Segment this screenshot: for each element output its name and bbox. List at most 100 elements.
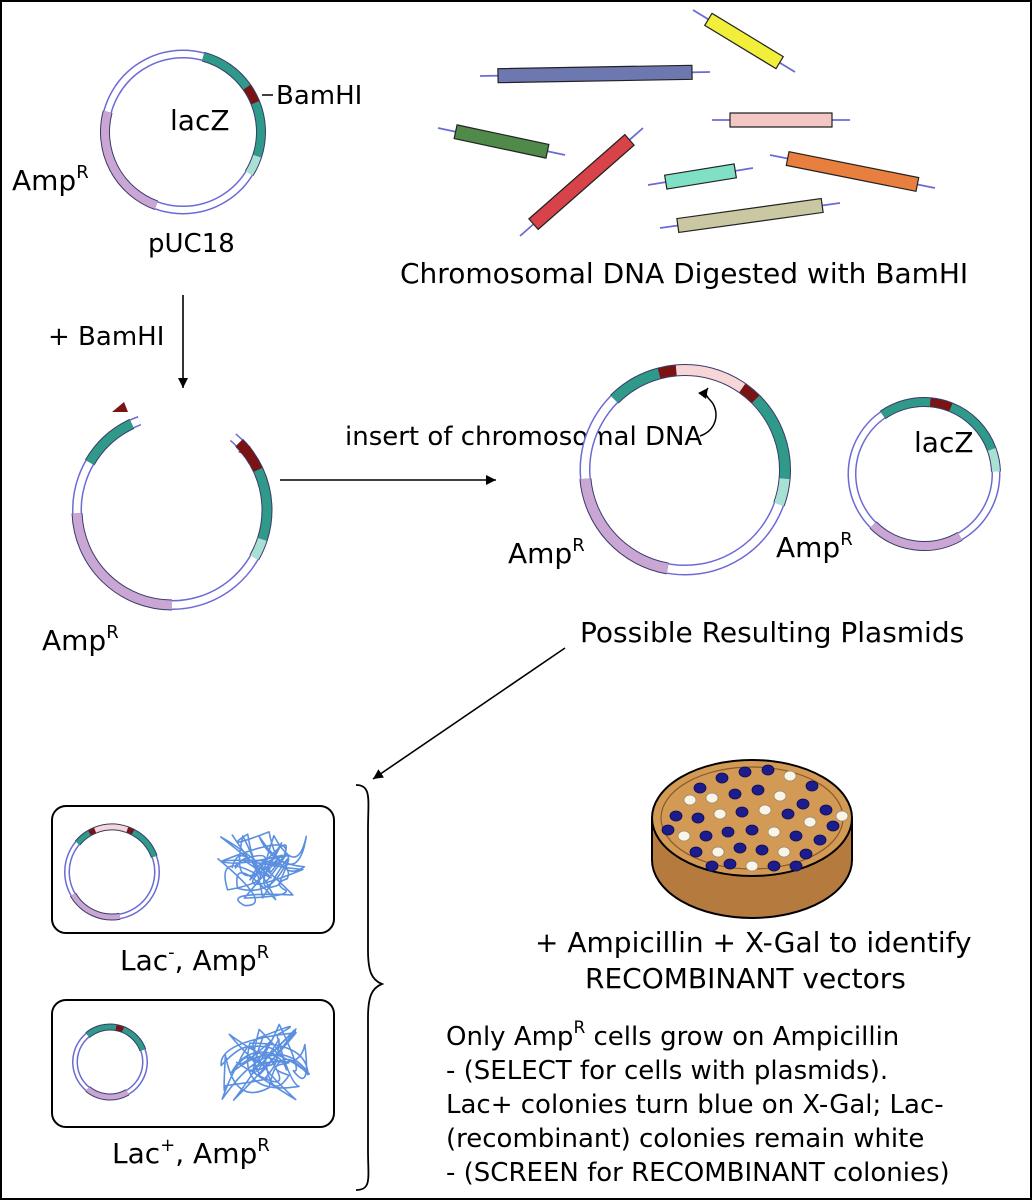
lacz-promoter-segment bbox=[250, 537, 267, 560]
white-colony bbox=[777, 846, 791, 858]
linearized-ampr-label: AmpR bbox=[42, 622, 119, 657]
insert-segment bbox=[94, 824, 129, 833]
note-line4: (recombinant) colonies remain white bbox=[446, 1124, 924, 1154]
blue-colony bbox=[689, 846, 703, 858]
cell-recombinant-label: Lac-, AmpR bbox=[120, 942, 269, 977]
cell-recombinant: Lac-, AmpR bbox=[51, 805, 335, 977]
lacz-segment bbox=[85, 419, 134, 465]
ampr-segment bbox=[85, 1086, 129, 1100]
blue-colony bbox=[728, 788, 742, 800]
plate-caption-line2: RECOMBINANT vectors bbox=[585, 962, 906, 995]
note-line3: Lac+ colonies turn blue on X-Gal; Lac- bbox=[446, 1090, 944, 1120]
fragment-body bbox=[453, 124, 550, 159]
blue-colony bbox=[661, 824, 675, 836]
blue-colony bbox=[767, 860, 781, 872]
cell-nonrecombinant: Lac+, AmpR bbox=[51, 999, 335, 1170]
white-colony bbox=[803, 816, 817, 828]
blue-colony bbox=[745, 824, 759, 836]
bamhi-site bbox=[657, 365, 677, 379]
dna-fragment bbox=[519, 127, 644, 237]
white-colony bbox=[745, 860, 759, 872]
fragment-body bbox=[528, 133, 635, 231]
lacz-segment bbox=[85, 1024, 117, 1038]
blue-colony bbox=[705, 860, 719, 872]
note-line1: Only AmpR cells grow on Ampicillin bbox=[446, 1018, 899, 1052]
sticky-end bbox=[238, 446, 254, 458]
blue-colony bbox=[796, 798, 810, 810]
ampr-segment bbox=[101, 110, 158, 210]
cell-nonrecombinant-label: Lac+, AmpR bbox=[112, 1135, 270, 1170]
bamhi-site bbox=[126, 827, 135, 835]
recombinant-plasmid: AmpR bbox=[508, 364, 791, 576]
blue-colony bbox=[805, 780, 819, 792]
lacz-segment bbox=[752, 395, 790, 480]
ampr-segment bbox=[72, 513, 173, 610]
blue-colony bbox=[693, 782, 707, 794]
lacz-segment bbox=[880, 398, 931, 419]
religated-ring bbox=[847, 397, 1001, 551]
lacz-promoter-segment bbox=[245, 154, 261, 176]
blue-colony bbox=[813, 834, 827, 846]
white-colony bbox=[767, 826, 781, 838]
lacz-segment bbox=[949, 403, 996, 451]
cell-outline bbox=[51, 805, 335, 934]
blue-colony bbox=[699, 830, 713, 842]
blue-colony bbox=[715, 772, 729, 784]
blue-colony bbox=[733, 842, 747, 854]
bamhi-site bbox=[929, 398, 953, 411]
bamhi-enzyme-label: + BamHI bbox=[48, 322, 164, 352]
fragment-body bbox=[497, 64, 693, 84]
ampr-segment bbox=[70, 893, 121, 920]
insert-label: insert of chromosomal DNA bbox=[345, 422, 702, 452]
note-line5: - (SCREEN for RECOMBINANT colonies) bbox=[446, 1158, 950, 1188]
white-colony bbox=[713, 808, 727, 820]
religated-ampr-label: AmpR bbox=[776, 529, 853, 564]
curly-brace bbox=[355, 784, 385, 1191]
cell-chromosome bbox=[220, 1023, 311, 1101]
explanation-notes: Only AmpR cells grow on Ampicillin - (SE… bbox=[446, 1018, 950, 1188]
fragment-body bbox=[703, 12, 785, 70]
note-line2: - (SELECT for cells with plasmids). bbox=[446, 1056, 888, 1086]
ampr-segment bbox=[580, 478, 669, 574]
bamhi-site bbox=[115, 1025, 125, 1032]
blue-colony bbox=[735, 806, 749, 818]
colonies bbox=[661, 764, 849, 872]
insert-segment bbox=[675, 365, 746, 393]
chromosome-strand bbox=[217, 831, 308, 907]
dna-fragment bbox=[659, 197, 841, 234]
petri-dish bbox=[651, 759, 853, 919]
lacz-segment bbox=[122, 1027, 146, 1052]
white-colony bbox=[711, 846, 725, 858]
lacz-segment bbox=[251, 101, 265, 158]
blue-colony bbox=[826, 820, 840, 832]
white-colony bbox=[677, 830, 691, 842]
blue-colony bbox=[751, 784, 765, 796]
fragment-body bbox=[663, 163, 738, 190]
religated-plasmid: lacZ AmpR bbox=[776, 397, 1001, 564]
blue-colony bbox=[789, 830, 803, 842]
lacz-segment bbox=[610, 368, 661, 403]
chromosome-strand bbox=[220, 1023, 311, 1101]
bamhi-site bbox=[88, 827, 97, 836]
blue-colony bbox=[755, 844, 769, 856]
bamhi-site bbox=[739, 383, 760, 403]
bamhi-site bbox=[243, 84, 260, 105]
dna-fragment bbox=[769, 150, 936, 193]
white-colony bbox=[835, 810, 849, 822]
blue-colony bbox=[781, 808, 795, 820]
lacz-segment bbox=[131, 830, 157, 858]
puc18-ring bbox=[100, 49, 266, 215]
blue-colony bbox=[761, 764, 775, 776]
insert-pointer bbox=[698, 387, 717, 437]
fragment-body bbox=[785, 150, 920, 193]
dna-fragment bbox=[437, 124, 566, 159]
chromosomal-dna-fragments bbox=[437, 9, 936, 237]
dna-fragment bbox=[479, 64, 711, 84]
puc18-plasmid: lacZ BamHI AmpR pUC18 bbox=[12, 49, 362, 259]
lacz-label: lacZ bbox=[170, 104, 230, 137]
linearized-ring bbox=[71, 402, 273, 611]
blue-colony bbox=[799, 848, 813, 860]
agar-surface bbox=[651, 759, 853, 877]
